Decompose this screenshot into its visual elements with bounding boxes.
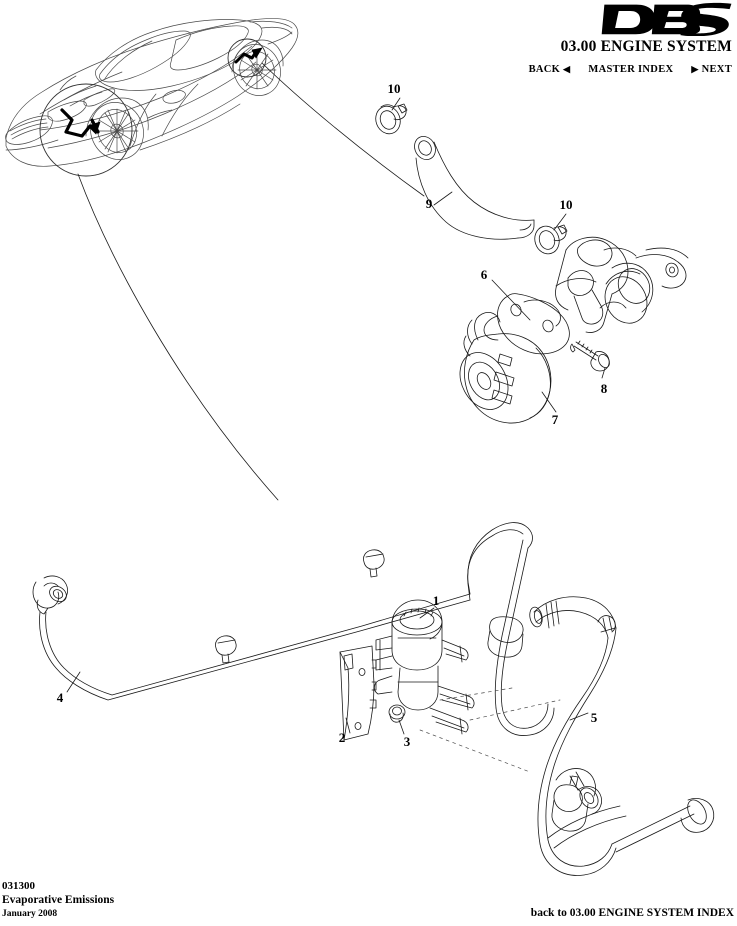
callout-3: 3 [404,734,411,749]
callout-10-upper: 10 [388,81,401,96]
footer-part-number: 031300 [2,880,35,893]
nav-back-button[interactable]: BACK ◀ [529,64,571,75]
navigation-bar: BACK ◀ MASTER INDEX ▶ NEXT [315,64,732,75]
main-rigid-pipe [467,522,555,736]
pipe-clip-2 [363,549,385,578]
dbs-logo [601,2,732,36]
vapour-hose-left-part [32,575,471,701]
page-title: 03.00 ENGINE SYSTEM [560,38,732,55]
pipe-clip-1 [215,635,237,664]
callout-2: 2 [339,730,346,745]
callout-labels: 10 9 10 6 7 8 1 2 3 4 5 [57,81,608,749]
grommet-part [388,704,406,723]
canister-bracket-part [483,293,570,355]
canister-housing [555,236,689,333]
triangle-left-icon: ◀ [563,63,571,74]
hose-clamp-upper-part [375,103,408,135]
footer-index-link[interactable]: back to 03.00 ENGINE SYSTEM INDEX [530,907,734,919]
purge-valve-part [374,599,475,735]
nav-master-index-button[interactable]: MASTER INDEX [588,64,673,75]
vapour-hose-right-part [529,596,715,876]
callout-6: 6 [481,267,488,282]
callout-1: 1 [433,593,440,608]
page-footer-left: 031300 Evaporative Emissions January 200… [2,879,114,920]
footer-section-name: Evaporative Emissions [2,894,115,907]
charcoal-canister-part [459,312,552,424]
callout-9: 9 [426,196,433,211]
hose-clamp-lower-part [534,224,568,255]
breather-hose-part [414,136,535,240]
callout-8: 8 [601,381,608,396]
nav-next-button[interactable]: ▶ NEXT [691,64,732,75]
mounting-bracket-part [339,645,377,741]
nav-master-index-label: MASTER INDEX [588,64,674,75]
callout-4: 4 [57,690,64,705]
triangle-right-icon: ▶ [691,63,699,74]
footer-date: January 2008 [2,908,58,919]
callout-7: 7 [552,412,559,427]
nav-next-label: NEXT [701,64,732,75]
bolt-part [570,340,610,372]
callout-5: 5 [591,710,598,725]
page-header: 03.00 ENGINE SYSTEM BACK ◀ MASTER INDEX … [315,0,737,75]
nav-back-label: BACK [528,64,561,75]
callout-10-lower: 10 [560,197,573,212]
vehicle-illustration [5,18,299,177]
